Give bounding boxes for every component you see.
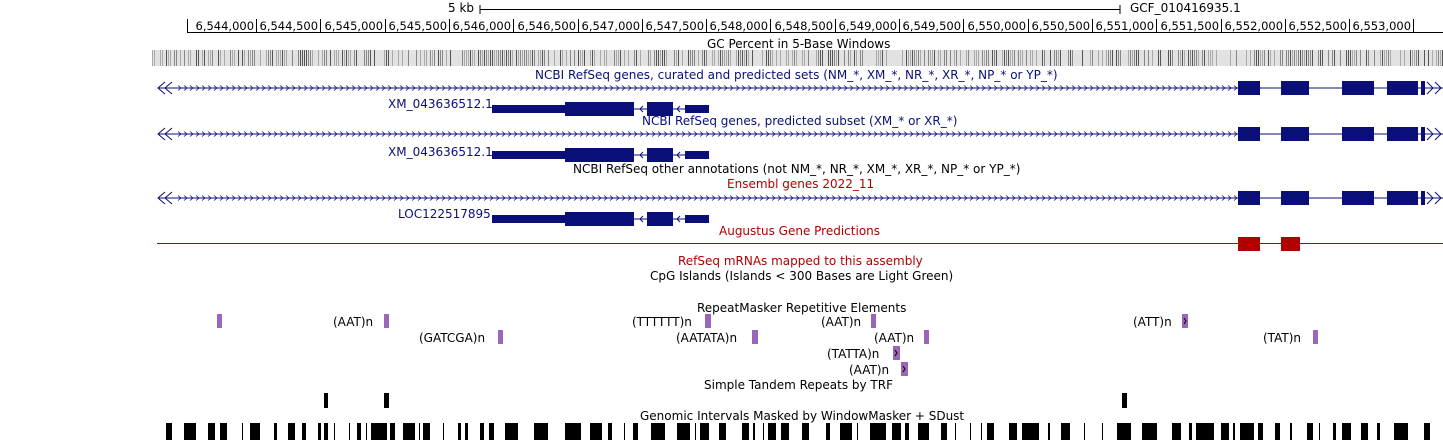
ruler-tick-label: 6,547,500 — [645, 19, 705, 33]
cpg-track-title[interactable]: CpG Islands (Islands < 300 Bases are Lig… — [650, 269, 954, 283]
scale-bar — [479, 5, 1121, 14]
refseq-predicted-gene-track[interactable] — [157, 127, 1443, 162]
repeatmasker-track-title[interactable]: RepeatMasker Repetitive Elements — [697, 301, 907, 315]
ruler-tick-label: 6,545,500 — [388, 19, 448, 33]
ruler-tick-label: 6,548,000 — [709, 19, 769, 33]
refseq-all-track-title[interactable]: NCBI RefSeq genes, curated and predicted… — [535, 68, 1058, 82]
ensembl-item-label[interactable]: LOC122517895 — [398, 207, 491, 221]
ruler-tick-label: 6,549,500 — [902, 19, 962, 33]
ensembl-track-title[interactable]: Ensembl genes 2022_11 — [727, 177, 875, 191]
ruler-tick-label: 6,546,000 — [452, 19, 512, 33]
repeat-label: (AAT)n — [821, 315, 862, 329]
ruler-tick-label: 6,550,500 — [1031, 19, 1091, 33]
windowmasker-track[interactable] — [166, 423, 1430, 440]
repeat-label: (ATT)n — [1133, 315, 1172, 329]
refseq-mrna-track-title[interactable]: RefSeq mRNAs mapped to this assembly — [678, 254, 923, 268]
augustus-track-title[interactable]: Augustus Gene Predictions — [719, 224, 881, 238]
ruler-tick-label: 6,544,500 — [259, 19, 319, 33]
ruler-tick-label: 6,545,000 — [324, 19, 384, 33]
windowmasker-track-title[interactable]: Genomic Intervals Masked by WindowMasker… — [640, 409, 965, 423]
ruler-tick-label: 6,547,000 — [581, 19, 641, 33]
augustus-track[interactable] — [157, 237, 1443, 251]
repeat-label: (TAT)n — [1263, 331, 1301, 345]
ruler-tick-label: 6,550,000 — [967, 19, 1027, 33]
ruler-tick-label: 6,548,500 — [774, 19, 834, 33]
refseq-all-item-label[interactable]: XM_043636512.1 — [388, 97, 493, 111]
refseq-other-track-title[interactable]: NCBI RefSeq other annotations (not NM_*,… — [573, 162, 1021, 176]
repeat-label: (AAT)n — [849, 363, 890, 377]
trf-blocks[interactable] — [324, 393, 1127, 408]
gc-track-title[interactable]: GC Percent in 5-Base Windows — [707, 37, 891, 51]
ruler-tick-label: 6,551,500 — [1160, 19, 1220, 33]
ruler-tick-label: 6,552,500 — [1288, 19, 1348, 33]
ruler-tick-label: 6,546,500 — [517, 19, 577, 33]
ruler-tick-label: 6,544,000 — [195, 19, 255, 33]
repeat-label: (AAT)n — [333, 315, 374, 329]
scale-label: 5 kb — [448, 1, 475, 15]
ruler-tick-label: 6,551,000 — [1095, 19, 1155, 33]
refseq-all-gene-track[interactable] — [157, 81, 1443, 116]
ruler-tick-label: 6,549,000 — [838, 19, 898, 33]
ruler-tick-label: 6,553,000 — [1352, 19, 1412, 33]
repeat-label: (TATTA)n — [827, 347, 880, 361]
repeat-label: (AATATA)n — [676, 331, 738, 345]
repeat-chevrons — [894, 317, 1187, 373]
assembly-label: GCF_010416935.1 — [1130, 1, 1241, 15]
ruler-tick-label: 6,552,000 — [1224, 19, 1284, 33]
ruler-ticks — [187, 19, 1414, 32]
repeat-label: (GATCGA)n — [419, 331, 486, 345]
gc-percent-track — [152, 50, 1443, 66]
refseq-pred-track-title[interactable]: NCBI RefSeq genes, predicted subset (XM_… — [642, 114, 958, 128]
repeat-label: (AAT)n — [874, 331, 915, 345]
repeat-label: (TTTTTT)n — [632, 315, 692, 329]
refseq-pred-item-label[interactable]: XM_043636512.1 — [388, 145, 493, 159]
trf-track-title[interactable]: Simple Tandem Repeats by TRF — [704, 378, 894, 392]
ensembl-gene-track[interactable] — [157, 191, 1443, 226]
